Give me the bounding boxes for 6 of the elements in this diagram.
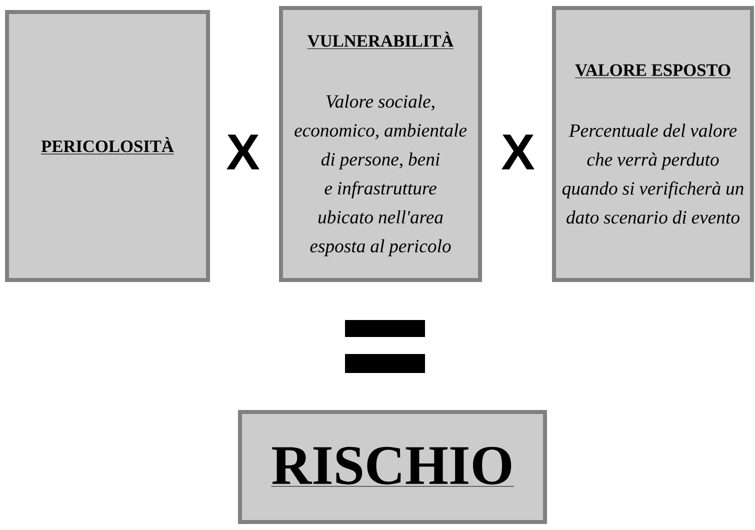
text-box: RISCHIO [238,410,547,524]
text-box: VULNERABILITÀ Valore sociale, economico, ambientale di persone, beni e infrastrutture ubicato nell'area esposta al pericolo [279,6,482,282]
text-box: VALORE ESPOSTO Percentuale del valore che verrà perduto quando si verificherà un dato scenario di evento [552,6,754,282]
text-box: PERICOLOSITÀ [5,10,210,282]
multiply-sign: X [226,134,260,170]
multiply-sign: X [502,134,534,170]
